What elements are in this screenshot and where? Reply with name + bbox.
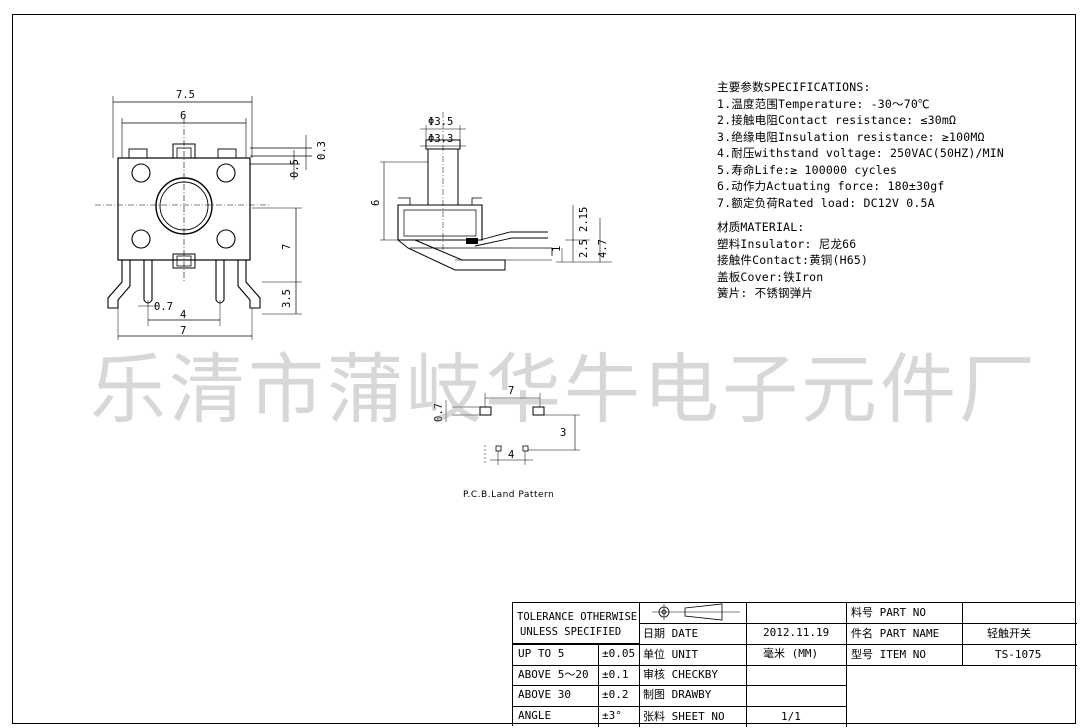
tolerance-range: UP TO 5 [518,647,565,660]
side-view [380,112,612,271]
tolerance-range: ABOVE 30 [518,688,571,701]
tolerance-value: ±3° [602,709,622,722]
unit-value: 毫米 (MM) [763,647,819,660]
dim-upper-height: 2.15 [578,207,590,232]
part-no-label: 料号 PART NO [851,606,926,619]
dim-leg-height: 3.5 [281,289,293,308]
sheet-value: 1/1 [781,710,801,723]
material-item: 盖板Cover:铁Iron [717,269,824,284]
tolerance-range: ABOVE 5～20 [518,668,589,681]
sheet-label: 张料 SHEET NO [643,710,725,723]
dim-pad-size: 0.7 [433,403,445,422]
pcb-dimensions: 7 0.7 3 4 [433,385,566,461]
spec-item: 6.动作力Actuating force: 180±30gf [717,179,945,193]
spec-item: 7.额定负荷Rated load: DC12V 0.5A [717,195,935,210]
spec-item: 2.接触电阻Contact resistance: ≤30mΩ [717,113,957,127]
dim-base-height: 1 [551,246,563,252]
material-heading: 材质MATERIAL: [717,220,805,234]
material-item: 簧片: 不锈钢弹片 [717,286,814,300]
date-value: 2012.11.19 [763,626,830,639]
part-name-label: 件名 PART NAME [851,627,940,640]
title-block: TOLERANCE OTHERWISE UNLESS SPECIFIED UP … [512,602,1077,727]
check-label: 审核 CHECKBY [643,668,718,681]
front-view [95,96,312,340]
dim-stem-diameter: Φ3.3 [428,133,453,145]
dim-pcb-pin-spacing: 4 [508,449,514,461]
dim-pad-spacing-y: 3 [560,427,566,439]
dim-pad-spacing-x: 7 [508,385,514,397]
material-item: 塑料Insulator: 尼龙66 [717,236,857,251]
dim-lower-height: 2.5 [578,239,590,258]
dim-pin-width: 0.7 [154,301,173,313]
front-view-dimensions: 7.5 6 0.3 0.5 7 3.5 0.7 4 7 [154,89,328,337]
item-no-label: 型号 ITEM NO [851,648,926,661]
dim-inner-width: 6 [180,110,186,122]
company-watermark: 乐清市蒲岐华牛电子元件厂 [90,345,1038,434]
part-name-value: 轻触开关 [987,627,1031,640]
pcb-land-pattern [445,393,580,465]
dim-actuator-diameter: Φ3.5 [428,116,453,128]
dim-pin-span: 7 [180,325,186,337]
dim-tab-offset: 0.5 [289,159,301,178]
dim-total-height: 4.7 [597,239,609,258]
tolerance-subheading: UNLESS SPECIFIED [520,626,622,638]
spec-item: 1.温度范围Temperature: -30～70℃ [717,96,930,111]
specifications-block: 主要参数SPECIFICATIONS: 1.温度范围Temperature: -… [717,79,1004,302]
tolerance-value: ±0.2 [602,688,629,701]
unit-label: 单位 UNIT [643,648,699,661]
dim-tab-height: 0.3 [316,141,328,160]
spec-item: 4.耐压withstand voltage: 250VAC(50HZ)/MIN [717,146,1004,160]
sheet-border [12,14,1076,724]
dim-body-height: 7 [281,244,293,250]
dim-overall-width: 7.5 [176,89,195,101]
dim-actuator-height: 6 [370,200,382,206]
tolerance-value: ±0.1 [602,668,629,681]
tolerance-range: ANGLE [518,709,552,722]
material-item: 接触件Contact:黄铜(H65) [717,253,869,267]
spec-item: 5.寿命Life:≥ 100000 cycles [717,162,898,177]
date-label: 日期 DATE [643,627,699,640]
projection-symbol [652,603,740,621]
item-no-value: TS-1075 [995,648,1042,661]
tolerance-heading: TOLERANCE OTHERWISE [517,611,638,623]
draw-label: 制图 DRAWBY [643,688,712,701]
spec-item: 3.绝缘电阻Insulation resistance: ≥100MΩ [717,129,985,144]
pcb-caption: P.C.B.Land Pattern [463,490,555,500]
specifications-heading: 主要参数SPECIFICATIONS: [717,80,871,94]
dim-pin-spacing: 4 [180,309,186,321]
side-view-dimensions: Φ3.5 Φ3.3 6 2.15 2.5 4.7 1 [370,116,609,258]
tolerance-value: ±0.05 [602,647,636,660]
